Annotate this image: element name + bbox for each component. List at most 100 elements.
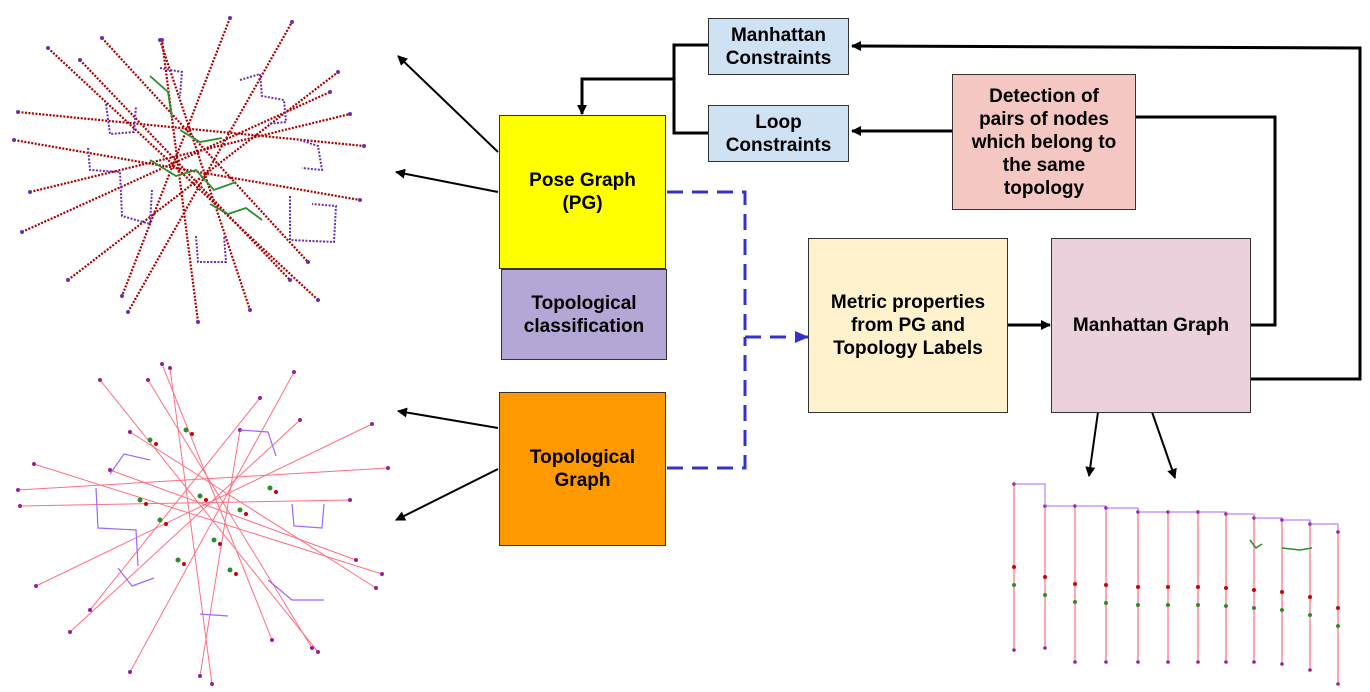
manhattan-graph-label: Manhattan Graph bbox=[1072, 315, 1230, 336]
manhattan-node bbox=[1280, 608, 1284, 612]
manhattan-node bbox=[1104, 601, 1108, 605]
topo-loop-edge bbox=[291, 503, 325, 529]
topo-node bbox=[32, 462, 36, 466]
topo-edge bbox=[35, 423, 373, 587]
pose-graph-box: Pose Graph (PG) bbox=[499, 115, 666, 269]
topo-edge bbox=[147, 379, 313, 649]
manhattan-node bbox=[1073, 600, 1077, 604]
topological-classification-box: Topological classification bbox=[501, 269, 667, 360]
trajectory-endpoint bbox=[158, 38, 162, 42]
topo-junction-node bbox=[137, 497, 143, 503]
topo-loop-edge bbox=[239, 429, 277, 457]
topo-node bbox=[88, 608, 92, 612]
trajectory-endpoint bbox=[12, 138, 16, 142]
trajectory-junction bbox=[149, 159, 237, 192]
manhattan-horizontal-edge bbox=[1014, 483, 1046, 506]
manhattan-node bbox=[1224, 660, 1228, 664]
topo-junction-node bbox=[218, 542, 222, 546]
topo-junction-node bbox=[267, 485, 273, 491]
trajectory-junction bbox=[209, 203, 263, 221]
topological-graph-label: Topological Graph bbox=[529, 447, 636, 491]
topo-loop-edge bbox=[109, 453, 151, 475]
trajectory-segment bbox=[79, 59, 291, 281]
topo-edge bbox=[17, 467, 389, 491]
manhattan-node bbox=[1336, 530, 1340, 534]
trajectory-endpoint bbox=[348, 112, 352, 116]
topo-node bbox=[298, 418, 302, 422]
trajectory-endpoint bbox=[290, 20, 294, 24]
manhattan-constraints-box: Manhattan Constraints bbox=[708, 18, 849, 75]
topo-node bbox=[370, 422, 374, 426]
topo-node bbox=[316, 650, 320, 654]
trajectory-loop bbox=[159, 67, 184, 97]
topo-edge bbox=[199, 429, 241, 677]
topological-classification-label: Topological classification bbox=[523, 292, 645, 337]
manhattan-node bbox=[1252, 606, 1256, 610]
trajectory-loop bbox=[239, 72, 288, 125]
trajectory-loop bbox=[289, 196, 338, 244]
connector-manhattan-constraints bbox=[672, 43, 708, 79]
trajectory-endpoint bbox=[288, 278, 292, 282]
topo-junction-node bbox=[244, 512, 248, 516]
manhattan-node bbox=[1224, 604, 1228, 608]
trajectory-segment bbox=[127, 21, 293, 313]
topo-junction-node bbox=[144, 502, 148, 506]
manhattan-node bbox=[1043, 646, 1047, 650]
trajectory-endpoint bbox=[126, 310, 130, 314]
trajectory-loop bbox=[299, 139, 324, 172]
topo-edge bbox=[99, 379, 319, 653]
trajectory-endpoint bbox=[46, 46, 50, 50]
trajectory-endpoint bbox=[228, 16, 232, 20]
detection-box: Detection of pairs of nodes which belong… bbox=[952, 74, 1136, 210]
topo-node bbox=[374, 586, 378, 590]
manhattan-node bbox=[1104, 660, 1108, 664]
manhattan-node bbox=[1012, 565, 1016, 569]
topo-loop-edge bbox=[117, 567, 155, 587]
manhattan-node bbox=[1043, 593, 1047, 597]
topo-edge bbox=[169, 367, 213, 685]
topo-node bbox=[210, 682, 214, 686]
manhattan-node bbox=[1196, 660, 1200, 664]
topo-edge bbox=[33, 463, 383, 575]
topo-loop-edge bbox=[199, 613, 229, 617]
trajectory-endpoint bbox=[16, 110, 20, 114]
trajectory-segment bbox=[17, 110, 365, 148]
trajectory-segment bbox=[67, 71, 339, 281]
topo-node bbox=[258, 396, 262, 400]
topo-node bbox=[354, 558, 358, 562]
manhattan-node bbox=[1280, 662, 1284, 666]
topo-node bbox=[386, 466, 390, 470]
trajectory-endpoint bbox=[28, 190, 32, 194]
connector-loop-constraints bbox=[672, 79, 708, 135]
arrow-mg-to-detection bbox=[1136, 115, 1277, 327]
topo-node bbox=[168, 366, 172, 370]
topo-edge bbox=[129, 431, 377, 589]
manhattan-graph-box: Manhattan Graph bbox=[1051, 238, 1251, 413]
topo-node bbox=[348, 498, 352, 502]
manhattan-node bbox=[1196, 603, 1200, 607]
manhattan-node bbox=[1252, 660, 1256, 664]
topo-edge bbox=[69, 419, 301, 633]
manhattan-horizontal-edge bbox=[1106, 507, 1139, 512]
topo-node bbox=[198, 674, 202, 678]
arrow-pg-to-plot-upper bbox=[397, 55, 499, 153]
trajectory-loop bbox=[87, 147, 153, 226]
trajectory-endpoint bbox=[306, 260, 310, 264]
topo-loop-edge bbox=[267, 579, 324, 601]
manhattan-node bbox=[1166, 585, 1170, 589]
manhattan-node bbox=[1336, 624, 1340, 628]
trajectory-endpoint bbox=[100, 36, 104, 40]
topo-junction-node bbox=[147, 437, 153, 443]
manhattan-node bbox=[1308, 613, 1312, 617]
trajectory-endpoint bbox=[248, 308, 252, 312]
topo-node bbox=[34, 584, 38, 588]
topo-node bbox=[68, 630, 72, 634]
trajectory-segment bbox=[29, 112, 351, 194]
manhattan-horizontal-edge bbox=[1282, 519, 1311, 524]
manhattan-node bbox=[1308, 595, 1312, 599]
manhattan-node bbox=[1104, 583, 1108, 587]
topo-node bbox=[128, 670, 132, 674]
topo-junction-node bbox=[227, 567, 233, 573]
manhattan-node bbox=[1166, 603, 1170, 607]
trajectory-loop bbox=[195, 235, 228, 263]
